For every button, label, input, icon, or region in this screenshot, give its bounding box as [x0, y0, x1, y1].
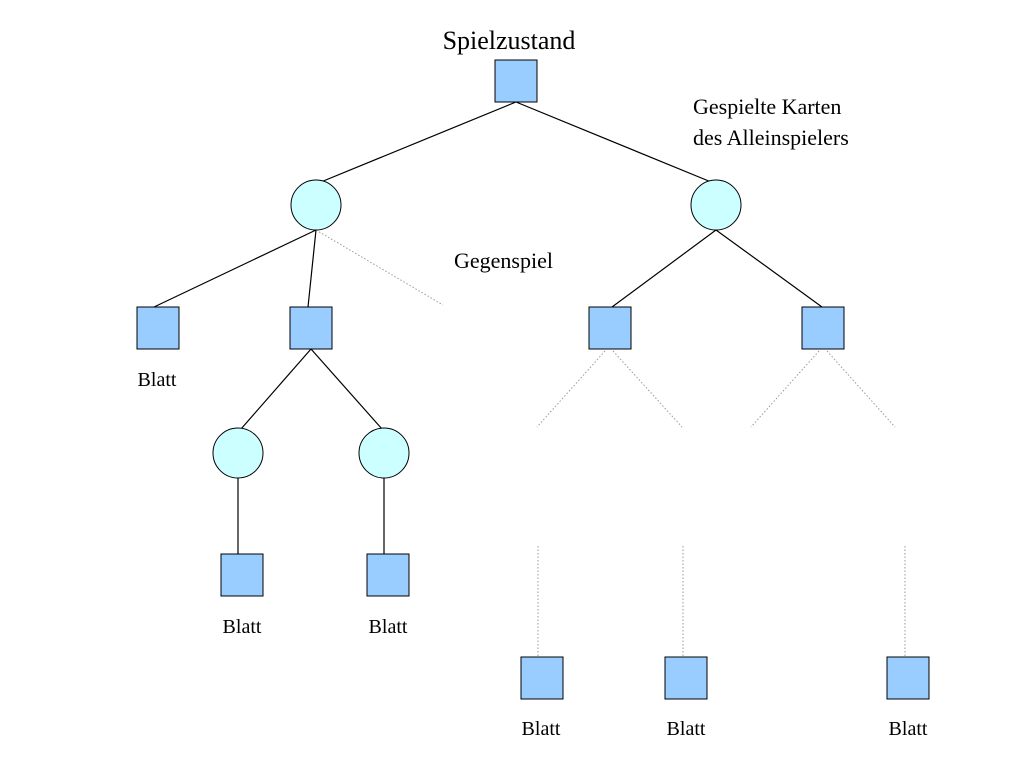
root-state-node [494, 59, 538, 103]
leaf-label: Blatt [889, 718, 928, 740]
leaf-label: Blatt [369, 616, 408, 638]
leaf-label: Blatt [667, 718, 706, 740]
leaf-node-bottom-2 [664, 656, 708, 700]
tree-nodes [136, 59, 930, 700]
state-node-level2-right-a [588, 306, 632, 350]
state-node-level2-right-b [801, 306, 845, 350]
edge-leftcircle-leaf [153, 229, 317, 308]
opponent-move-node-right [690, 179, 742, 231]
leaf-label: Blatt [138, 369, 177, 391]
diagram-title: Spielzustand [443, 26, 576, 55]
edge-state-circle-a [240, 348, 312, 430]
leaf-node-level4-a [220, 553, 264, 597]
edge-sq3-dotted-right [612, 350, 683, 428]
state-node-level2-left [289, 306, 333, 350]
leaf-node-level2 [136, 306, 180, 350]
opponents-annotation: Gegenspiel [454, 248, 553, 273]
leaf-node-level4-b [366, 553, 410, 597]
opponent-move-node-left [290, 179, 342, 231]
edge-sq4-dotted-left [750, 350, 820, 428]
edge-leftcircle-dotted [315, 229, 444, 306]
edge-root-right [515, 101, 717, 185]
tree-edges [153, 101, 906, 656]
declarer-annotation-line2: des Alleinspielers [693, 125, 849, 150]
edge-root-left [315, 101, 517, 185]
declarer-annotation-line1: Gespielte Karten [693, 94, 841, 119]
tree-labels: Spielzustand Gespielte Karten des Allein… [138, 26, 928, 740]
leaf-node-bottom-1 [520, 656, 564, 700]
edge-state-circle-b [310, 348, 383, 430]
leaf-node-bottom-3 [886, 656, 930, 700]
edge-rightcircle-a [611, 229, 717, 308]
edge-sq3-dotted-left [536, 350, 606, 428]
edge-sq4-dotted-right [826, 350, 896, 428]
opponent-move-node-level3-a [212, 427, 264, 479]
leaf-label: Blatt [522, 718, 561, 740]
edge-rightcircle-b [715, 229, 823, 308]
opponent-move-node-level3-b [358, 427, 410, 479]
edge-leftcircle-state [307, 229, 317, 308]
leaf-label: Blatt [223, 616, 262, 638]
